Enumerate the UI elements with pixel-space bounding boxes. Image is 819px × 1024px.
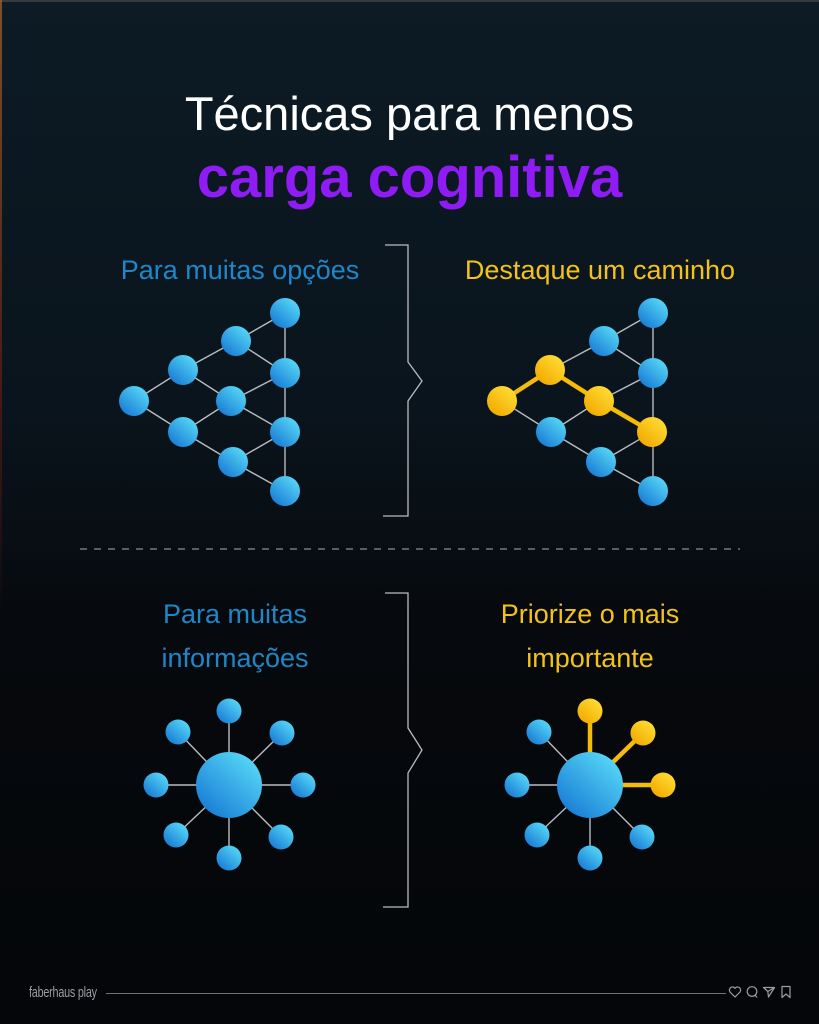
node-icon [270, 476, 300, 506]
node-highlight-icon [487, 386, 517, 416]
title-line-2-accent: carga cognitiva [196, 145, 623, 210]
node-icon [168, 417, 198, 447]
solution-label-line-2: importante [526, 643, 654, 673]
node-icon [216, 845, 242, 871]
title-line-1: Técnicas para menos [184, 87, 635, 140]
node-icon [165, 719, 191, 745]
solution-label-prioritize: Priorize o mais importante [415, 592, 765, 680]
node-icon [524, 822, 550, 848]
node-icon [526, 719, 552, 745]
hub-nodes-prioritized [504, 698, 676, 871]
problem-label-line-2: informações [161, 643, 309, 673]
node-icon [218, 447, 248, 477]
bookmark-icon[interactable] [779, 985, 793, 999]
node-highlight-icon [577, 698, 603, 724]
node-icon [163, 822, 189, 848]
node-icon [143, 772, 169, 798]
node-icon [268, 824, 294, 850]
node-highlight-icon [584, 386, 614, 416]
node-highlight-icon [650, 772, 676, 798]
node-icon [638, 358, 668, 388]
bracket-bottom [383, 592, 423, 908]
comment-icon[interactable] [745, 985, 759, 999]
bracket-top [383, 244, 423, 517]
node-icon [270, 358, 300, 388]
node-icon [629, 824, 655, 850]
node-icon [216, 698, 242, 724]
problem-label-options: Para muitas opções [120, 255, 360, 285]
node-icon [216, 386, 246, 416]
node-icon [586, 447, 616, 477]
node-icon [290, 772, 316, 798]
network-nodes-highlighted [487, 298, 668, 506]
problem-label-information: Para muitas informações [70, 592, 400, 680]
node-icon [536, 417, 566, 447]
node-icon [269, 720, 295, 746]
node-highlight-icon [630, 720, 656, 746]
node-icon [270, 417, 300, 447]
network-diagram-highlighted [501, 312, 654, 492]
brand-logo-text: faberhaus play [29, 984, 97, 1001]
node-icon [221, 326, 251, 356]
problem-label-line-1: Para muitas [162, 599, 308, 629]
node-highlight-icon [535, 355, 565, 385]
node-icon [504, 772, 530, 798]
node-icon [119, 386, 149, 416]
node-icon [638, 476, 668, 506]
node-icon [589, 326, 619, 356]
hub-center-icon [196, 752, 262, 818]
highlighted-path [500, 367, 654, 434]
solution-label-highlight-path: Destaque um caminho [464, 255, 736, 285]
node-highlight-icon [637, 417, 667, 447]
network-diagram-options [133, 312, 286, 492]
node-icon [638, 298, 668, 328]
left-border [0, 0, 2, 1024]
node-icon [168, 355, 198, 385]
node-icon [577, 845, 603, 871]
send-icon[interactable] [762, 985, 776, 999]
social-actions [728, 985, 793, 999]
heart-icon[interactable] [728, 985, 742, 999]
hub-center-icon [557, 752, 623, 818]
network-nodes-options [119, 298, 300, 506]
solution-label-line-1: Priorize o mais [500, 599, 680, 629]
node-icon [270, 298, 300, 328]
hub-nodes-information [143, 698, 316, 871]
footer-divider [106, 993, 726, 994]
top-border [0, 0, 819, 2]
